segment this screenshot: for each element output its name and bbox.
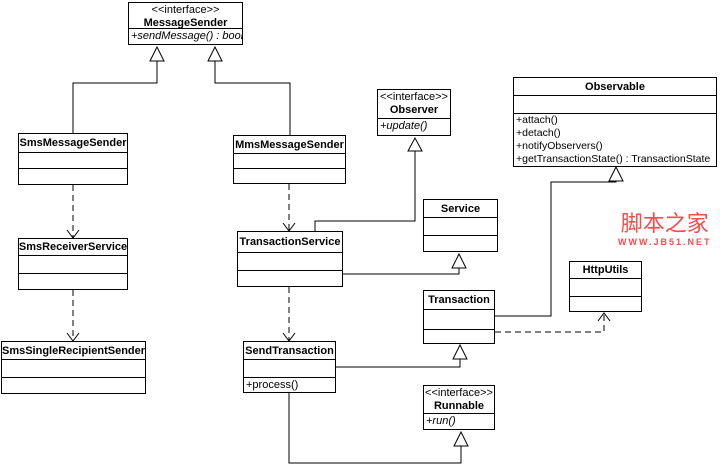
- generalization-transaction-observable: [495, 165, 624, 317]
- generalization-arrowhead-icon: [453, 430, 469, 447]
- class-name: TransactionService: [239, 236, 341, 248]
- class-header: SmsReceiverService: [19, 239, 127, 255]
- generalization-arrowhead-icon: [608, 165, 624, 182]
- class-name: SmsReceiverService: [19, 241, 127, 253]
- class-box-sendtransaction: SendTransaction +process(): [243, 341, 336, 393]
- watermark: 脚本之家 WWW.JB51.NET: [618, 211, 712, 248]
- methods-compartment: [19, 273, 127, 289]
- class-header: MmsMessageSender: [234, 136, 345, 153]
- class-box-mmsmessagesender: MmsMessageSender: [233, 135, 346, 184]
- class-header: HttpUtils: [570, 262, 641, 278]
- class-box-service: Service: [423, 199, 498, 252]
- methods-compartment: +run(): [424, 413, 494, 429]
- generalization-arrowhead-icon: [149, 45, 165, 62]
- stereotype-label: <<interface>>: [151, 4, 220, 16]
- class-header: <<interface>> Runnable: [424, 386, 494, 413]
- class-box-smssinglerecipientsender: SmsSingleRecipientSender: [1, 341, 146, 394]
- methods-compartment: +sendMessage() : bool: [129, 28, 242, 44]
- methods-compartment: [570, 296, 641, 311]
- attributes-compartment: [424, 309, 494, 329]
- dependency-transactionservice-sendtransaction: [282, 287, 296, 342]
- generalization-sendtransaction-runnable: [288, 393, 469, 464]
- watermark-title: 脚本之家: [620, 211, 709, 236]
- method-label: +update(): [380, 120, 428, 132]
- class-header: <<interface>> Observer: [378, 90, 450, 118]
- method-label: +sendMessage() : bool: [131, 30, 242, 42]
- class-box-observer: <<interface>> Observer +update(): [377, 89, 451, 136]
- methods-compartment: [238, 270, 342, 286]
- stereotype-label: <<interface>>: [380, 91, 448, 103]
- class-name: Transaction: [428, 294, 490, 306]
- class-name: Service: [440, 202, 481, 215]
- class-name: Observable: [585, 80, 645, 93]
- class-header: SendTransaction: [244, 342, 335, 359]
- class-box-httputils: HttpUtils: [569, 261, 642, 312]
- methods-compartment: [2, 377, 145, 393]
- class-header: Transaction: [424, 291, 494, 309]
- generalization-transactionservice-service: [343, 252, 467, 275]
- class-box-messagesender: <<interface>> MessageSender +sendMessage…: [128, 2, 243, 45]
- class-name: HttpUtils: [582, 264, 629, 276]
- class-header: Observable: [514, 78, 716, 95]
- attributes-compartment: [2, 359, 145, 377]
- attributes-compartment: [19, 152, 127, 168]
- class-header: Service: [424, 200, 497, 217]
- class-name: SmsSingleRecipientSender: [2, 344, 145, 357]
- class-name: SendTransaction: [245, 344, 334, 357]
- dependency-mmsmessagesender-transactionservice: [282, 184, 296, 232]
- method-label: +getTransactionState() : TransactionStat…: [516, 153, 711, 165]
- stereotype-label: <<interface>>: [425, 387, 493, 399]
- method-label: +process(): [246, 379, 299, 391]
- class-name: SmsMessageSender: [19, 137, 127, 149]
- dependency-smsreceiverservice-smssinglerecipientsender: [66, 290, 80, 342]
- attributes-compartment: [570, 278, 641, 296]
- methods-compartment: [19, 168, 127, 184]
- class-name: MessageSender: [143, 17, 228, 28]
- methods-compartment: [424, 329, 494, 343]
- methods-compartment: +attach() +detach() +notifyObservers() +…: [514, 113, 716, 166]
- generalization-transactionservice-observer: [314, 136, 423, 231]
- generalization-mmsmessagesender-messagesender: [207, 45, 291, 135]
- generalization-arrowhead-icon: [452, 343, 468, 360]
- methods-compartment: [424, 235, 497, 251]
- attributes-compartment: [19, 255, 127, 273]
- dependency-smsmessagesender-smsreceiverservice: [66, 185, 80, 239]
- method-label: +detach(): [516, 127, 561, 139]
- dependency-arrowhead-icon: [597, 312, 611, 322]
- method-label: +run(): [426, 415, 456, 427]
- attributes-compartment: [244, 359, 335, 377]
- class-header: TransactionService: [238, 232, 342, 252]
- class-header: <<interface>> MessageSender: [129, 3, 242, 28]
- attributes-compartment: [238, 252, 342, 270]
- attributes-compartment: [424, 217, 497, 235]
- class-name: Runnable: [433, 400, 485, 412]
- generalization-arrowhead-icon: [407, 136, 423, 152]
- class-box-runnable: <<interface>> Runnable +run(): [423, 385, 495, 430]
- generalization-sendtransaction-transaction: [336, 343, 468, 368]
- class-name: Observer: [389, 104, 439, 116]
- generalization-arrowhead-icon: [451, 252, 467, 269]
- methods-compartment: [234, 168, 345, 183]
- watermark-url: WWW.JB51.NET: [618, 237, 712, 247]
- attributes-compartment: [514, 95, 716, 113]
- generalization-arrowhead-icon: [207, 45, 223, 62]
- method-label: +notifyObservers(): [516, 140, 603, 152]
- class-box-smsmessagesender: SmsMessageSender: [18, 133, 128, 185]
- dependency-transaction-httputils: [495, 312, 611, 333]
- class-header: SmsSingleRecipientSender: [2, 342, 145, 359]
- class-name: MmsMessageSender: [235, 138, 344, 151]
- class-box-transactionservice: TransactionService: [237, 231, 343, 287]
- attributes-compartment: [234, 153, 345, 168]
- class-box-smsreceiverservice: SmsReceiverService: [18, 238, 128, 290]
- class-box-transaction: Transaction: [423, 290, 495, 344]
- methods-compartment: +process(): [244, 377, 335, 392]
- method-label: +attach(): [516, 114, 558, 126]
- class-header: SmsMessageSender: [19, 134, 127, 152]
- class-box-observable: Observable +attach() +detach() +notifyOb…: [513, 77, 717, 167]
- methods-compartment: +update(): [378, 118, 450, 135]
- generalization-smsmessagesender-messagesender: [72, 45, 165, 133]
